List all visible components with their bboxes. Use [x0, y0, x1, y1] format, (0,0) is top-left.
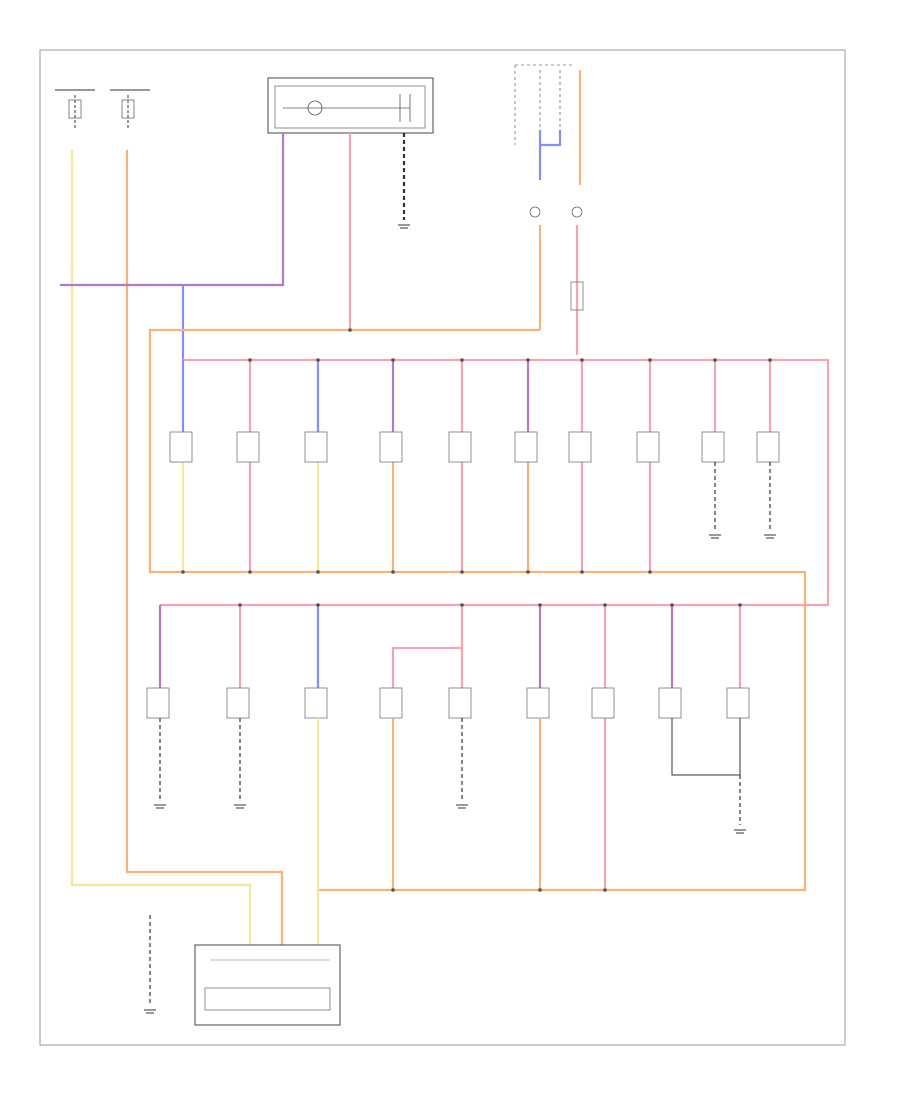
component-l2 [226, 687, 250, 719]
component-u6 [514, 431, 538, 463]
lighting-control-unit [194, 944, 341, 1026]
diagram-frame [39, 49, 846, 1046]
component-l3 [304, 687, 328, 719]
component-u10 [756, 431, 780, 463]
component-u7 [568, 431, 592, 463]
ground-symbols [154, 534, 776, 834]
combination-meter [267, 77, 434, 134]
component-l9 [726, 687, 750, 719]
wire-switch-blue [538, 130, 562, 180]
wire-yellow-feed [70, 150, 252, 945]
connector-a [529, 206, 541, 218]
component-u1 [169, 431, 193, 463]
resistor [570, 281, 584, 311]
component-l8 [658, 687, 682, 719]
upper-row [169, 360, 780, 572]
component-l7 [591, 687, 615, 719]
component-u8 [636, 431, 660, 463]
wire-orange-feed [125, 150, 284, 945]
connector-b [571, 206, 583, 218]
bus-orange-mid [148, 328, 807, 892]
component-l1 [146, 687, 170, 719]
ground-symbol-lcu [144, 1009, 156, 1014]
ground-symbol-meter [398, 224, 410, 229]
component-u9 [701, 431, 725, 463]
combination-switch [514, 64, 575, 145]
component-u5 [448, 431, 472, 463]
lower-row [146, 605, 750, 945]
power-inputs [55, 89, 150, 130]
component-u3 [304, 431, 328, 463]
junction-dots [181, 328, 772, 892]
component-l4 [379, 687, 403, 719]
component-u2 [236, 431, 260, 463]
component-u4 [379, 431, 403, 463]
wire-meter-purple [60, 133, 285, 287]
bus-pink-top [160, 358, 830, 607]
component-l6 [526, 687, 550, 719]
component-l5 [448, 687, 472, 719]
